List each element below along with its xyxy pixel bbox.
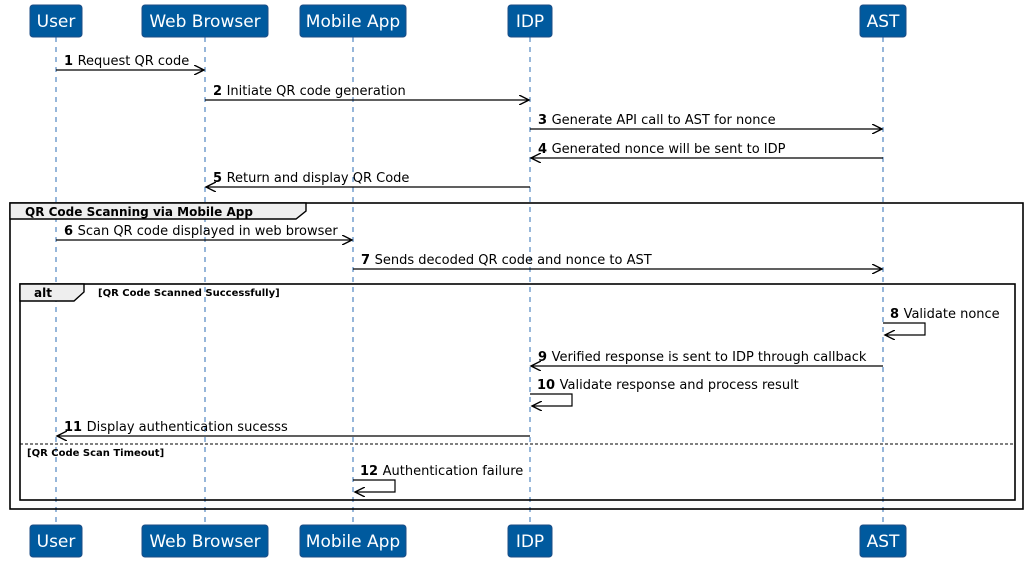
message-arrow-12	[353, 479, 396, 492]
message-label-2: 2 Initiate QR code generation	[213, 84, 406, 99]
message-label-8: 8 Validate nonce	[890, 307, 1000, 322]
participant-label: Web Browser	[149, 12, 260, 32]
message-label-4: 4 Generated nonce will be sent to IDP	[538, 142, 786, 157]
message-label-7: 7 Sends decoded QR code and nonce to AST	[361, 253, 652, 268]
participant-mobile-top: Mobile App	[299, 4, 407, 38]
alt-guard-success: [QR Code Scanned Successfully]	[98, 288, 280, 299]
message-label-6: 6 Scan QR code displayed in web browser	[64, 224, 338, 239]
participant-user-bottom: User	[29, 524, 83, 558]
participant-label: IDP	[516, 532, 544, 552]
message-label-9: 9 Verified response is sent to IDP throu…	[538, 350, 867, 365]
message-label-10: 10 Validate response and process result	[537, 378, 799, 393]
participant-ast-bottom: AST	[859, 524, 907, 558]
alt-frame	[19, 283, 1016, 501]
alt-guard-timeout: [QR Code Scan Timeout]	[27, 448, 164, 459]
participant-label: User	[37, 12, 76, 32]
alt-tab	[19, 283, 85, 302]
message-arrow-8	[883, 322, 926, 335]
participant-label: Web Browser	[149, 532, 260, 552]
message-label-1: 1 Request QR code	[64, 54, 189, 69]
alt-label: alt	[34, 286, 52, 300]
message-label-12: 12 Authentication failure	[360, 464, 523, 479]
group-tab	[9, 202, 307, 220]
participant-label: AST	[867, 532, 900, 552]
group-frame	[9, 202, 1024, 510]
participant-label: Mobile App	[306, 532, 400, 552]
group-label: QR Code Scanning via Mobile App	[25, 205, 253, 219]
participant-mobile-bottom: Mobile App	[299, 524, 407, 558]
participant-label: IDP	[516, 12, 544, 32]
participant-browser-top: Web Browser	[141, 4, 269, 38]
message-arrow-10	[530, 393, 573, 406]
message-label-3: 3 Generate API call to AST for nonce	[538, 113, 776, 128]
message-label-5: 5 Return and display QR Code	[213, 171, 409, 186]
participant-label: Mobile App	[306, 12, 400, 32]
participant-label: User	[37, 532, 76, 552]
participant-label: AST	[867, 12, 900, 32]
participant-browser-bottom: Web Browser	[141, 524, 269, 558]
participant-idp-bottom: IDP	[507, 524, 553, 558]
participant-ast-top: AST	[859, 4, 907, 38]
participant-user-top: User	[29, 4, 83, 38]
message-label-11: 11 Display authentication sucesss	[64, 420, 288, 435]
participant-idp-top: IDP	[507, 4, 553, 38]
